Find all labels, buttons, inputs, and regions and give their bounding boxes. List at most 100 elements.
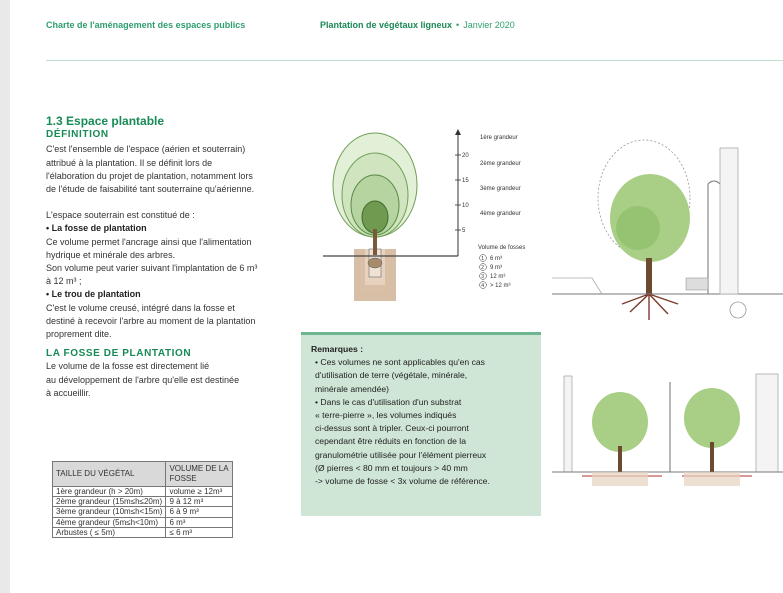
table-row: 3ème grandeur (10m≤h<15m)6 à 9 m³ — [51, 506, 234, 518]
volume-number: 3 — [481, 274, 484, 280]
page-margin-band — [0, 0, 10, 593]
fosse-line: à 12 m³ ; — [46, 276, 82, 287]
grandeur-label: 2ème grandeur — [480, 161, 521, 167]
remarks-line: ci-dessus sont à tripler. Ceux-ci pourro… — [315, 423, 469, 434]
volume-number: 2 — [481, 265, 484, 271]
remarks-line: -> volume de fosse < 3x volume de référe… — [315, 476, 490, 487]
building-left — [563, 375, 573, 473]
definition-label: DÉFINITION — [46, 129, 109, 141]
trou-title: • Le trou de plantation — [46, 289, 141, 300]
header-chapter: Charte de l'aménagement des espaces publ… — [46, 20, 246, 30]
tree-crown-shade — [616, 206, 660, 250]
header-title: Plantation de végétaux ligneux — [320, 20, 453, 30]
fosse-heading-line: Le volume de la fosse est directement li… — [46, 361, 210, 372]
root-ball — [367, 257, 383, 269]
scale-label: 15 — [462, 178, 469, 184]
remarks-box: Remarques : • Ces volumes ne sont applic… — [301, 332, 541, 516]
building — [719, 147, 739, 295]
table-header-size: TAILLE DU VÉGÉTAL — [51, 461, 167, 487]
volume-value: > 12 m³ — [490, 283, 511, 289]
tree-roots — [621, 293, 679, 320]
volume-number-circle — [479, 281, 487, 289]
fosse-line: hydrique et minérale des arbres. — [46, 249, 176, 260]
grandeur-label: 4ème grandeur — [480, 211, 521, 217]
grandeur-label: 1ère grandeur — [480, 135, 518, 141]
definition-line: attribué à la plantation. Il se définit … — [46, 157, 213, 168]
definition-line: C'est l'ensemble de l'espace (aérien et … — [46, 144, 246, 155]
tree-trunk — [646, 258, 652, 294]
grandeur-label: 3ème grandeur — [480, 186, 521, 192]
fosse-title: • La fosse de plantation — [46, 223, 147, 234]
volume-value: 9 m³ — [490, 265, 502, 271]
tree-crown-right — [684, 388, 740, 448]
remarks-line: granulométrie utilisée pour l'élément pi… — [315, 449, 487, 460]
tree-size-diagram: 20 15 10 5 1ère grandeur 2ème grandeur 3… — [323, 129, 525, 301]
tree-trunk-right — [710, 442, 714, 472]
volume-number-circle — [479, 254, 487, 262]
table-row: 4ème grandeur (5m≤h<10m)6 m³ — [51, 516, 234, 528]
remarks-line: • Ces volumes ne sont applicables qu'en … — [315, 357, 485, 368]
fosse-heading-line: au développement de l'arbre qu'elle est … — [46, 374, 240, 385]
section-title: 1.3 Espace plantable — [46, 114, 165, 128]
table-cell: 6 m³ — [165, 516, 234, 528]
trou-line: C'est le volume creusé, intégré dans la … — [46, 302, 235, 313]
table-cell: 9 à 12 m³ — [165, 496, 234, 508]
header-separator: • — [456, 20, 460, 30]
trou-line: proprement dite. — [46, 329, 112, 340]
building-right — [755, 373, 779, 473]
table-cell: 6 à 9 m³ — [165, 506, 234, 518]
tree-crown-left — [592, 392, 648, 452]
fosse-heading-line: à accueillir. — [46, 387, 91, 398]
remarks-line: d'utilisation de terre (végétale, minéra… — [315, 370, 468, 381]
table-row: 2ème grandeur (15m≤h≤20m)9 à 12 m³ — [51, 496, 234, 508]
table-header-volume: VOLUME DE LA FOSSE — [165, 461, 234, 487]
header-document-title: Plantation de végétaux ligneux•Janvier 2… — [320, 20, 515, 30]
volume-value: 6 m³ — [490, 256, 502, 262]
definition-line: de l'étude de faisabilité tant souterrai… — [46, 184, 255, 195]
street-illustration-top — [552, 139, 783, 320]
volume-number: 1 — [481, 256, 484, 262]
scale-label: 20 — [462, 153, 469, 159]
remarks-line: cependant être réduits en fonction de la — [315, 436, 466, 447]
volume-title: Volume de fosses — [478, 245, 525, 251]
remarks-line: (Ø pierres < 80 mm et toujours > 40 mm — [315, 462, 468, 473]
table-row: Arbustes ( ≤ 5m)≤ 6 m³ — [51, 526, 234, 539]
pipe — [729, 301, 747, 319]
table-row: 1ère grandeur (h > 20m)volume ≥ 12m³ — [51, 485, 234, 498]
volume-number-circle — [479, 272, 487, 280]
car — [685, 277, 709, 291]
main-text-column: 1.3 Espace plantable DÉFINITION C'est l'… — [46, 114, 291, 400]
table-header-row: TAILLE DU VÉGÉTAL VOLUME DE LA FOSSE — [51, 461, 234, 487]
remarks-title: Remarques : — [311, 344, 364, 354]
crown-4th — [361, 200, 389, 234]
table-cell: 3ème grandeur (10m≤h<15m) — [51, 506, 167, 518]
scale-label: 5 — [462, 228, 466, 234]
volume-number-circle — [479, 263, 487, 271]
scale-arrow — [455, 129, 461, 135]
remarks-line: minérale amendée) — [315, 383, 390, 394]
fosse-heading: LA FOSSE DE PLANTATION — [46, 348, 192, 360]
table-cell: 2ème grandeur (15m≤h≤20m) — [51, 496, 167, 508]
table-cell: 4ème grandeur (5m≤h<10m) — [51, 516, 167, 528]
street-lamp-head — [707, 180, 721, 185]
volume-table: TAILLE DU VÉGÉTAL VOLUME DE LA FOSSE 1èr… — [51, 461, 234, 539]
volume-number: 4 — [481, 283, 484, 289]
street-illustration-bottom — [552, 373, 783, 486]
underground-intro: L'espace souterrain est constitué de : — [46, 210, 195, 221]
trou-line: destiné à recevoir l'arbre au moment de … — [46, 315, 256, 326]
fosse-left — [592, 472, 648, 486]
table-cell: volume ≥ 12m³ — [165, 485, 234, 498]
table-cell: 1ère grandeur (h > 20m) — [51, 485, 167, 498]
definition-line: l'élaboration du projet de plantation, n… — [46, 170, 253, 181]
remarks-line: « terre-pierre », les volumes indiqués — [315, 410, 457, 421]
fosse-right — [684, 472, 740, 486]
tree-trunk — [373, 229, 377, 255]
fosse-line: Son volume peut varier suivant l'implant… — [46, 263, 258, 274]
tree-trunk-left — [618, 446, 622, 472]
header-divider — [46, 60, 783, 61]
fosse-line: Ce volume permet l'ancrage ainsi que l'a… — [46, 236, 252, 247]
remarks-line: • Dans le cas d'utilisation d'un substra… — [315, 396, 462, 407]
volume-value: 12 m³ — [490, 274, 505, 280]
table-cell: Arbustes ( ≤ 5m) — [51, 526, 167, 539]
